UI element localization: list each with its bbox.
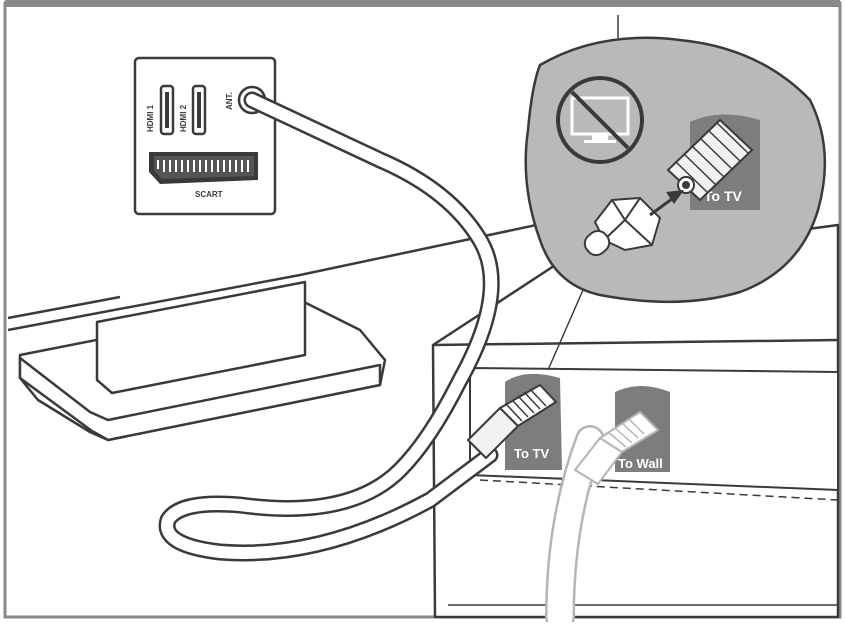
callout-threaded-socket xyxy=(666,118,754,202)
callout-plug xyxy=(583,196,662,257)
tv-connector-panel: HDMI 1 HDMI 2 ANT. SCART xyxy=(133,56,277,216)
antenna-cable xyxy=(158,91,500,562)
insert-arrow-icon xyxy=(649,190,684,217)
scart-port xyxy=(149,152,258,184)
scart-label: SCART xyxy=(195,190,223,199)
callout-magnifier: To TV xyxy=(524,36,827,304)
ant-label: ANT. xyxy=(225,92,234,110)
box-to-tv-label: To TV xyxy=(514,446,549,461)
hdmi2-label: HDMI 2 xyxy=(179,104,188,132)
callout-to-tv-label: To TV xyxy=(704,188,743,204)
tv-cable-connector xyxy=(467,384,557,459)
frame-top-bar xyxy=(5,0,840,7)
callout-pointer xyxy=(547,15,619,371)
wall-cable-connector xyxy=(574,411,659,485)
box-to-wall-label: To Wall xyxy=(618,456,663,471)
hdmi1-label: HDMI 1 xyxy=(146,104,155,132)
tv-stand xyxy=(18,280,387,442)
no-tv-icon xyxy=(556,76,644,164)
